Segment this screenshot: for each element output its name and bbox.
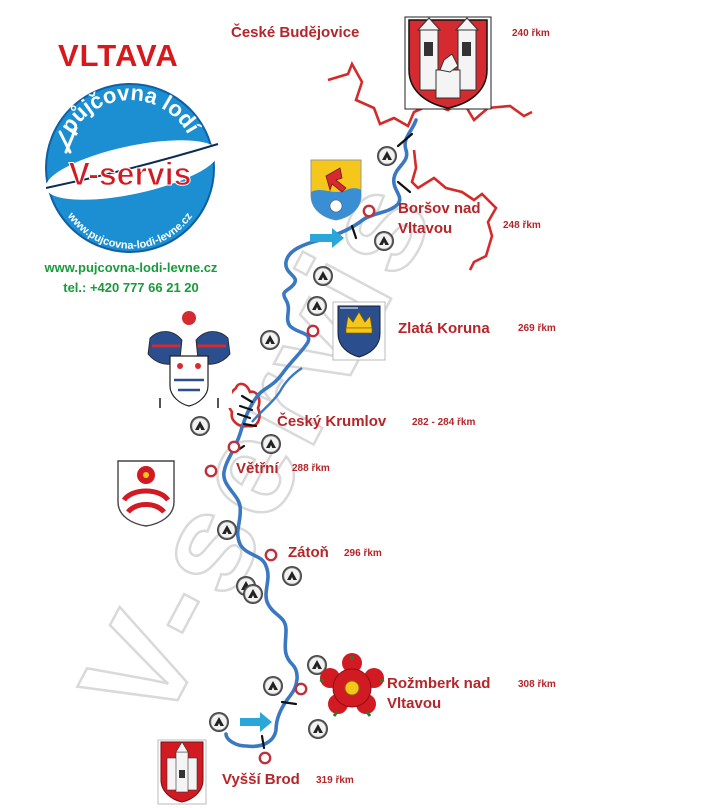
coat-of-arms-cesky-krumlov (146, 311, 232, 408)
phone-number: tel.: +420 777 66 21 20 (63, 280, 199, 295)
town-label-rozmberk-line2: Vltavou (387, 695, 442, 712)
km-label-cesky-krumlov: 282 - 284 řkm (412, 417, 476, 428)
km-label-zlata-koruna: 269 řkm (518, 323, 556, 334)
km-label-vyssi-brod: 319 řkm (316, 775, 354, 786)
town-label-vyssi-brod: Vyšší Brod (222, 771, 300, 788)
town-label-ceske-budejovice: České Budějovice (231, 24, 360, 41)
district-border-east (410, 149, 498, 271)
town-label-rozmberk-line1: Rožmberk nad (387, 675, 491, 692)
district-border (327, 60, 533, 128)
flow-direction-arrow-icon (240, 712, 272, 732)
krumlov-outline (227, 382, 261, 428)
coat-of-arms-vetrni (117, 460, 175, 527)
coat-of-arms-rozmberk (319, 653, 385, 717)
km-label-borsov: 248 řkm (503, 220, 541, 231)
coat-of-arms-vyssi-brod (157, 739, 207, 805)
coat-of-arms-zlata-koruna (332, 301, 386, 361)
town-label-borsov-line1: Boršov nad (398, 200, 481, 217)
town-label-cesky-krumlov: Český Krumlov (277, 413, 387, 430)
town-label-zaton: Zátoň (288, 544, 329, 561)
town-label-borsov-line2: Vltavou (398, 220, 453, 237)
tributary (251, 367, 303, 423)
v-servis-logo: půjčovna lodí www.pujcovna-lodi-levne.cz… (45, 80, 219, 253)
weir-icon (236, 132, 414, 750)
km-label-rozmberk: 308 řkm (518, 679, 556, 690)
paddle-icon (58, 126, 78, 154)
website-link[interactable]: www.pujcovna-lodi-levne.cz (44, 260, 218, 275)
coat-of-arms-ceske-budejovice (404, 16, 492, 110)
flow-direction-arrow-icon (310, 228, 344, 248)
town-label-vetrni: Větřní (236, 460, 279, 477)
coat-of-arms-borsov (310, 159, 362, 221)
logo-brand: V-servis (69, 156, 192, 192)
vltava-river (222, 118, 418, 749)
km-label-ceske-budejovice: 240 řkm (512, 28, 550, 39)
town-label-zlata-koruna: Zlatá Koruna (398, 320, 490, 337)
km-label-zaton: 296 řkm (344, 548, 382, 559)
map-title: VLTAVA (58, 38, 179, 73)
km-label-vetrni: 288 řkm (292, 463, 330, 474)
